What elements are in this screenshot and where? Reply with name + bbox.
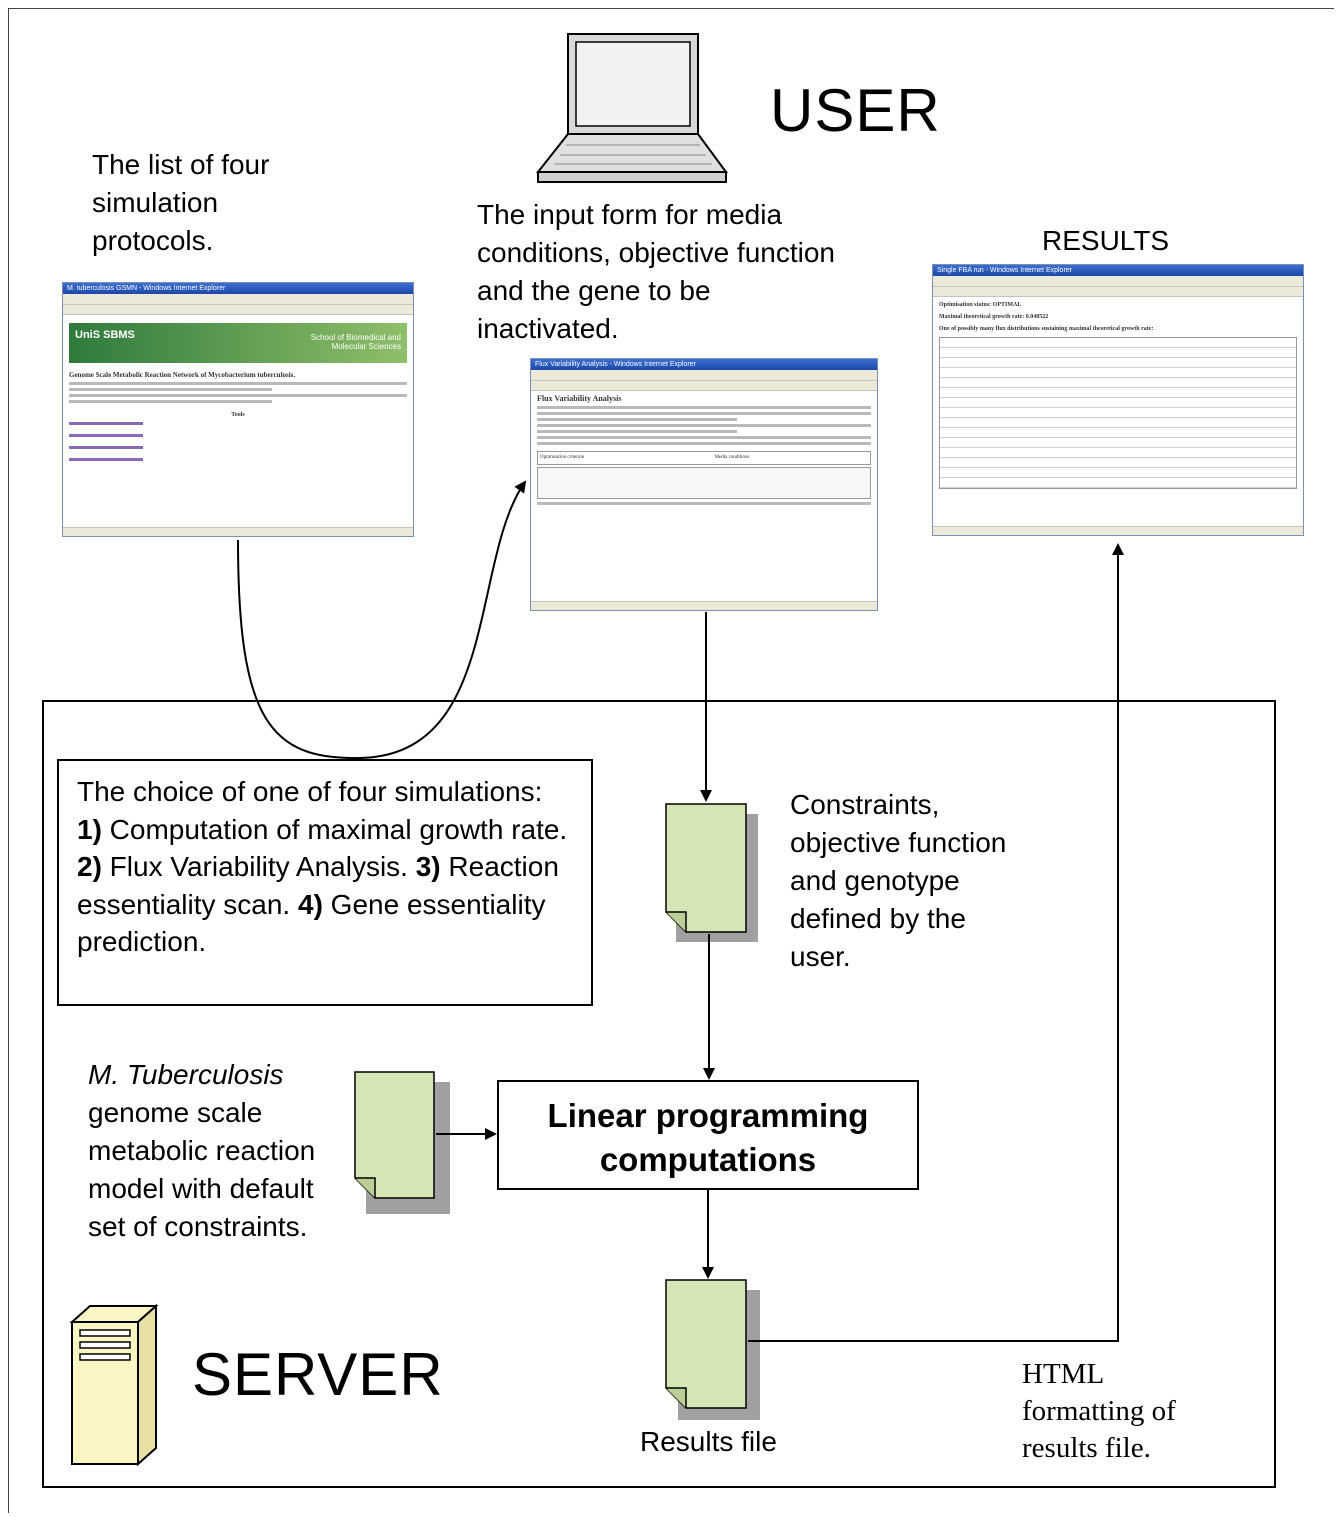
tool-link[interactable] <box>69 422 144 425</box>
constraints-caption-line: objective function <box>790 827 1007 858</box>
results-document-icon <box>665 1279 760 1420</box>
user-label: USER <box>770 77 941 144</box>
input-form-caption: The input form for media conditions, obj… <box>477 196 835 348</box>
model-caption-line: metabolic reaction <box>88 1135 316 1166</box>
model-caption-line: genome scale <box>88 1097 263 1128</box>
html-formatting-caption: HTML formatting of results file. <box>1022 1356 1176 1467</box>
media-table: Optimisation criterion Media conditions <box>537 451 871 465</box>
server-boundary <box>42 700 1276 1488</box>
laptop-icon <box>535 33 728 183</box>
tool-link[interactable] <box>69 446 144 449</box>
screenshot-heading: Flux Variability Analysis <box>537 394 622 403</box>
browser-toolbar <box>933 287 1303 297</box>
results-label: RESULTS <box>1042 225 1170 256</box>
server-label: SERVER <box>192 1341 444 1408</box>
text-line <box>537 430 738 433</box>
address-bar <box>63 294 413 305</box>
input-form-screenshot: Flux Variability Analysis - Windows Inte… <box>530 358 878 611</box>
tool-link[interactable] <box>69 458 144 461</box>
address-bar <box>531 370 877 381</box>
model-caption-species: M. Tuberculosis <box>88 1059 284 1090</box>
protocols-screenshot: M. tuberculosis GSMN - Windows Internet … <box>62 282 414 537</box>
html-formatting-line: HTML <box>1022 1358 1105 1390</box>
model-document-icon <box>354 1071 450 1214</box>
optimisation-criterion-label: Optimisation criterion <box>540 455 585 460</box>
outer-frame <box>8 8 1334 1513</box>
protocols-caption: The list of four simulation protocols. <box>92 146 269 260</box>
status-bar <box>63 527 413 536</box>
constraints-caption-line: user. <box>790 941 851 972</box>
sbms-banner: UniS SBMS School of Biomedical and Molec… <box>69 323 407 363</box>
input-form-caption-line: inactivated. <box>477 313 619 344</box>
protocols-caption-line: The list of four <box>92 149 270 180</box>
browser-toolbar <box>63 305 413 315</box>
text-line <box>537 502 871 505</box>
loop-arrow <box>237 480 527 760</box>
text-line <box>537 418 738 421</box>
banner-logo-text: UniS SBMS <box>75 329 135 341</box>
text-line <box>537 412 871 415</box>
results-screenshot: Single FBA run - Windows Internet Explor… <box>932 264 1304 536</box>
model-caption-line: model with default <box>88 1173 314 1204</box>
browser-toolbar <box>531 381 877 391</box>
text-line <box>537 442 871 445</box>
choice-number: 1) <box>77 813 102 845</box>
results-file-label: Results file <box>640 1426 777 1457</box>
simulation-choice-box: The choice of one of four simulations: 1… <box>57 759 593 1006</box>
status-bar <box>531 601 877 610</box>
flux-table <box>939 337 1297 489</box>
lp-title-line: Linear programming <box>547 1097 869 1134</box>
screenshot-titlebar: Single FBA run - Windows Internet Explor… <box>933 265 1303 276</box>
input-form-caption-line: The input form for media <box>477 199 783 230</box>
text-line <box>69 394 407 397</box>
constraints-caption-line: and genotype <box>790 865 960 896</box>
text-line <box>69 382 407 385</box>
screenshot-titlebar: Flux Variability Analysis - Windows Inte… <box>531 359 877 370</box>
input-form-caption-line: and the gene to be <box>477 275 711 306</box>
optimisation-status: Optimisation status: OPTIMAL <box>939 302 1022 308</box>
choice-lead: The choice of one of four simulations: <box>77 776 543 807</box>
lp-title-line: computations <box>599 1141 817 1178</box>
choice-number: 3) <box>415 851 441 882</box>
choice-text: Gene essentiality prediction. <box>77 888 546 958</box>
tools-heading: Tools <box>231 412 245 418</box>
status-bar <box>933 526 1303 535</box>
html-formatting-line: results file. <box>1022 1432 1151 1464</box>
constraints-caption-line: Constraints, <box>790 789 940 820</box>
banner-school-text: School of Biomedical and Molecular Scien… <box>310 333 401 351</box>
constraints-caption: Constraints, objective function and geno… <box>790 786 1006 976</box>
text-line <box>537 406 871 409</box>
arrow-results-file-to-results <box>748 543 1124 1342</box>
growth-rate: Maximal theoretical growth rate: 0.04852… <box>939 314 1049 320</box>
choice-text: Reaction essentiality scan. <box>77 851 559 920</box>
input-form-caption-line: conditions, objective function <box>477 237 835 268</box>
constraints-document-icon <box>665 803 758 942</box>
media-textarea[interactable] <box>537 467 871 499</box>
choice-number: 2) <box>77 851 102 882</box>
constraints-caption-line: defined by the <box>790 903 966 934</box>
protocols-caption-line: protocols. <box>92 225 214 256</box>
screenshot-titlebar: M. tuberculosis GSMN - Windows Internet … <box>63 283 413 294</box>
flux-note: One of possibly many flux distributions … <box>939 326 1154 332</box>
choice-number: 4) <box>298 888 323 920</box>
text-line <box>537 424 871 427</box>
choice-text: Computation of maximal growth rate. <box>101 813 568 845</box>
text-line <box>69 388 272 391</box>
model-caption: M. Tuberculosis genome scale metabolic r… <box>88 1056 315 1246</box>
model-caption-line: set of constraints. <box>88 1211 308 1242</box>
tool-link[interactable] <box>69 434 144 437</box>
linear-programming-box: Linear programming computations <box>497 1080 919 1190</box>
screenshot-heading: Genome Scale Metabolic Reaction Network … <box>69 371 296 379</box>
address-bar <box>933 276 1303 287</box>
text-line <box>537 436 871 439</box>
protocols-caption-line: simulation <box>92 187 219 218</box>
choice-text: Flux Variability Analysis. <box>101 851 416 882</box>
text-line <box>69 400 272 403</box>
html-formatting-line: formatting of <box>1022 1395 1176 1427</box>
server-tower-icon <box>69 1303 159 1467</box>
media-conditions-label: Media conditions <box>714 455 750 460</box>
